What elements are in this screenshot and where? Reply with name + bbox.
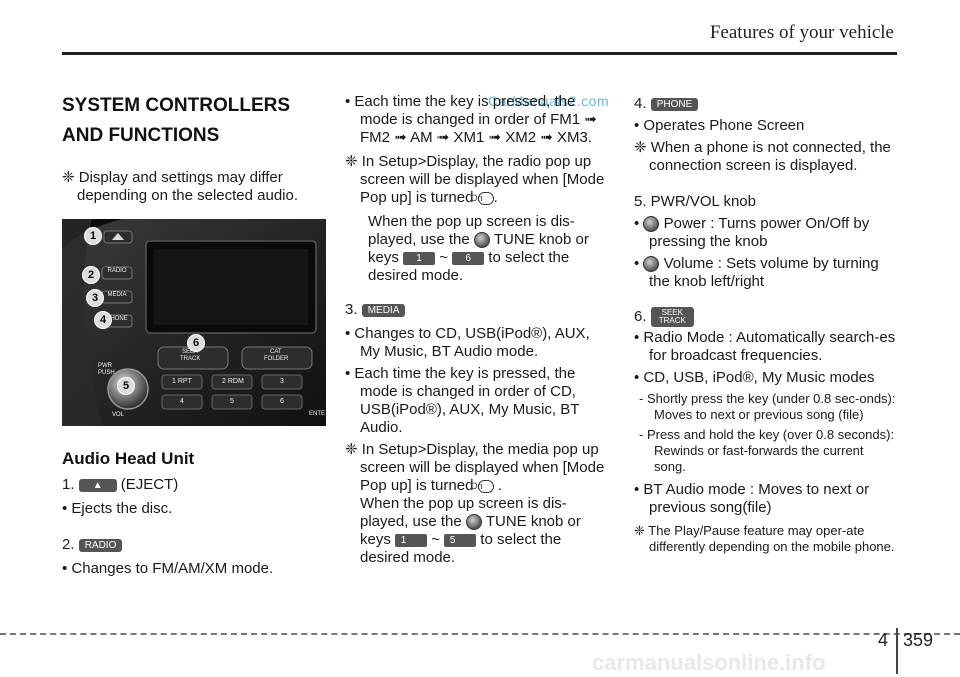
radio-mode-order: • Each time the key is pressed, the mode… [345,93,597,146]
header-rule [62,52,897,55]
footer-watermark: carmanualsonline.info [592,650,826,675]
unit-label-vol: VOL [112,412,125,418]
short-press-desc: - Shortly press the key (under 0.8 sec-o… [639,391,896,422]
column-left-lower: Audio Head Unit 1. ▲ (EJECT) • Ejects th… [62,450,324,578]
key-1-badge-2: 1 [395,533,428,547]
unit-label-pwr: PWR [98,363,112,369]
section-title-line2: AND FUNCTIONS [62,125,220,146]
running-header: Features of your vehicle [709,22,894,43]
unit-key-1: 1 RPT [172,378,192,385]
key-5-badge: 5 [444,533,477,547]
unit-label-seek: SEEK [182,349,199,355]
tune-knob-icon [473,232,490,249]
radio-popup-note: ❈ In Setup>Display, the radio pop up scr… [345,153,605,206]
display-note: ❈ Display and settings may differ depend… [62,169,299,204]
key-6-badge: 6 [452,251,485,265]
item-3-media: 3. MEDIA [345,301,613,319]
unit-label-folder: FOLDER [264,356,289,362]
media-key-badge: MEDIA [361,303,406,317]
footer-rule [0,633,960,635]
unit-label-radio: RADIO [107,268,127,274]
unit-key-5: 5 [230,398,234,405]
radio-popup-instructions: When the pop up screen is dis-played, us… [368,213,589,284]
unit-label-push: PUSH [98,370,115,376]
unit-label-track: TRACK [180,356,201,362]
section-title-line1: SYSTEM CONTROLLERS [62,95,291,116]
bt-audio-mode: • BT Audio mode : Moves to next or previ… [634,481,870,516]
media-popup-note: ❈ In Setup>Display, the media pop up scr… [345,441,605,566]
pwr-knob-icon [643,216,660,233]
callout-4: 4 [94,311,112,329]
unit-label-phone: PHONE [106,316,128,322]
phone-key-badge: PHONE [650,97,699,111]
key-1-badge: 1 [403,251,436,265]
page-number-divider [896,628,898,674]
audio-head-unit-image: RADIO MEDIA PHONE PWR PUSH VOL SEEK TRAC… [62,219,326,426]
callout-6: 6 [187,334,205,352]
watermark-text: CarManuals2.com [488,93,610,109]
item-2-radio: 2. RADIO [62,536,324,554]
item-2-bullet: • Changes to FM/AM/XM mode. [62,560,274,577]
callout-5: 5 [117,377,135,395]
chapter-number: 4 [878,630,889,650]
power-bullet: • Power : Turns power On/Off by pressing… [634,215,870,250]
audio-head-unit-title: Audio Head Unit [62,449,195,468]
radio-mode-seek: • Radio Mode : Automatically search-es f… [634,329,896,364]
cd-usb-modes: • CD, USB, iPod®, My Music modes [634,369,875,386]
unit-label-media: MEDIA [107,292,127,298]
vol-knob-icon [643,256,660,273]
phone-note: ❈ When a phone is not connected, the con… [634,139,891,174]
media-mode-order: • Each time the key is pressed, the mode… [345,365,580,436]
unit-label-enter: ENTE [309,411,326,417]
on-pill-1: On [471,191,494,205]
unit-label-cat: CAT [270,349,282,355]
callout-3: 3 [86,289,104,307]
media-changes: • Changes to CD, USB(iPod®), AUX, My Mus… [345,325,590,360]
item-4-phone: 4. PHONE [634,95,896,113]
radio-key-badge: RADIO [78,538,123,552]
on-pill-2: On [471,479,494,493]
callout-1: 1 [84,227,102,245]
column-middle: • Each time the key is pressed, the mode… [345,93,613,567]
unit-key-4: 4 [180,398,184,405]
tune-knob-icon-2 [465,514,482,531]
long-press-desc: - Press and hold the key (over 0.8 secon… [639,427,895,474]
play-pause-note: ❈ The Play/Pause feature may oper-ate di… [634,523,895,554]
item-1-bullet: • Ejects the disc. [62,500,173,517]
item-1-eject: 1. ▲ (EJECT) [62,476,179,493]
callout-2: 2 [82,266,100,284]
item-5-pwr-vol: 5. PWR/VOL knob [634,193,756,210]
column-right: 4. PHONE • Operates Phone Screen ❈ When … [634,95,896,555]
column-left: SYSTEM CONTROLLERS AND FUNCTIONS ❈ Displ… [62,91,324,205]
phone-operates: • Operates Phone Screen [634,117,805,134]
eject-key-badge: ▲ [78,478,117,492]
volume-bullet: • Volume : Sets volume by turning the kn… [634,255,879,290]
unit-key-6: 6 [280,398,284,405]
unit-key-2: 2 RDM [222,378,244,385]
unit-key-3: 3 [280,378,284,385]
page-number: 359 [903,630,934,650]
